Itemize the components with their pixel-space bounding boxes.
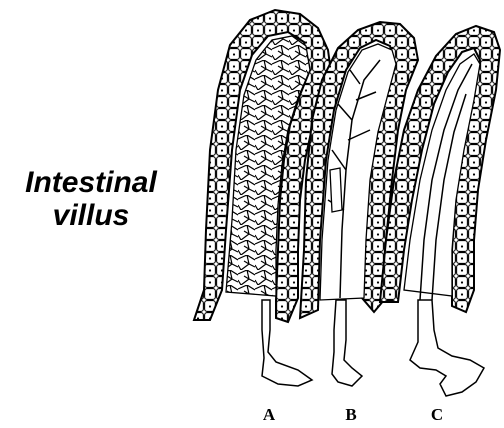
label-b: B xyxy=(345,405,356,424)
label-c: C xyxy=(431,405,443,424)
label-a: A xyxy=(263,405,276,424)
villus-b-stalk xyxy=(332,300,362,386)
villus-b-branch-fill xyxy=(330,168,342,212)
villus-c-stalk xyxy=(410,300,484,396)
